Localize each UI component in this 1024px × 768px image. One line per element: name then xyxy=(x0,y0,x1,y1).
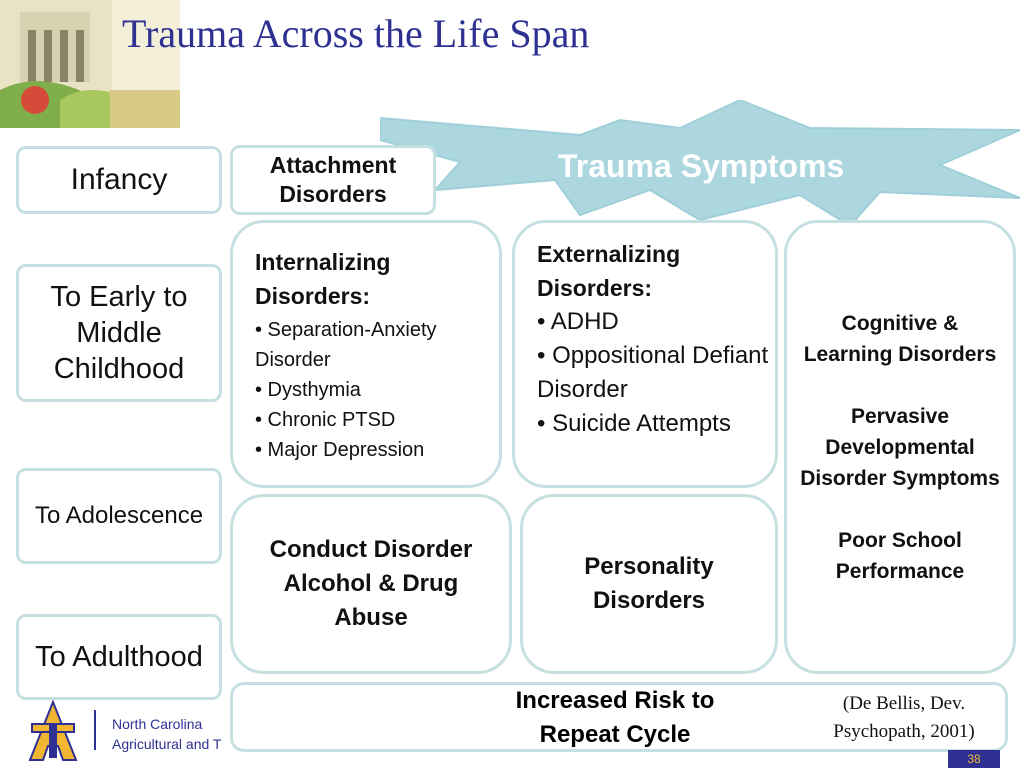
cognitive-line: Poor School Performance xyxy=(835,528,965,583)
trauma-burst-shape xyxy=(380,100,1021,228)
externalizing-heading: Externalizing Disorders: xyxy=(537,241,681,301)
increased-risk-label: Increased Risk to Repeat Cycle xyxy=(515,687,715,748)
cognitive-line: Cognitive & Learning Disorders xyxy=(803,311,997,366)
list-item: • Major Depression xyxy=(255,439,425,461)
conduct-line: Conduct Disorder xyxy=(269,536,473,563)
list-item: • Dysthymia xyxy=(255,379,361,401)
list-item: • Separation-Anxiety Disorder xyxy=(255,319,437,371)
cognitive-disorders-box: Cognitive & Learning Disorders Pervasive… xyxy=(784,220,1016,674)
trauma-symptoms-label: Trauma Symptoms xyxy=(558,148,845,184)
page-number: 38 xyxy=(948,750,1000,768)
slide-title: Trauma Across the Life Span xyxy=(122,11,590,56)
externalizing-list: • ADHD • Oppositional Defiant Disorder •… xyxy=(537,305,773,441)
conduct-disorder-box: Conduct Disorder Alcohol & Drug Abuse xyxy=(230,494,512,674)
citation-text: (De Bellis, Dev. Psychopath, 2001) xyxy=(833,693,975,742)
personality-disorders-box: Personality Disorders xyxy=(520,494,778,674)
conduct-line: Alcohol & Drug Abuse xyxy=(283,570,459,631)
externalizing-disorders-box: Externalizing Disorders: • ADHD • Opposi… xyxy=(512,220,778,488)
stage-early-middle-childhood: To Early to Middle Childhood xyxy=(16,264,222,402)
internalizing-list: • Separation-Anxiety Disorder • Dysthymi… xyxy=(255,315,495,465)
university-name-line: Agricultural and T xyxy=(112,736,222,752)
corner-decoration-image xyxy=(0,0,180,128)
university-name-line: North Carolina xyxy=(112,716,203,732)
cognitive-line: Pervasive Developmental Disorder Symptom… xyxy=(800,404,1000,490)
attachment-disorders-box: Attachment Disorders xyxy=(230,145,436,215)
university-name: North Carolina Agricultural and T xyxy=(112,714,232,754)
list-item: • Oppositional Defiant Disorder xyxy=(537,342,769,403)
stage-adolescence: To Adolescence xyxy=(16,468,222,564)
internalizing-disorders-box: Internalizing Disorders: • Separation-An… xyxy=(230,220,502,488)
list-item: • Suicide Attempts xyxy=(537,410,731,437)
increased-risk-box xyxy=(230,682,1008,752)
list-item: • ADHD xyxy=(537,308,619,335)
list-item: • Chronic PTSD xyxy=(255,409,396,431)
internalizing-heading: Internalizing Disorders: xyxy=(255,249,391,309)
footer-divider xyxy=(94,710,96,750)
university-logo-icon xyxy=(28,699,78,762)
stage-infancy: Infancy xyxy=(16,146,222,214)
stage-adulthood: To Adulthood xyxy=(16,614,222,700)
